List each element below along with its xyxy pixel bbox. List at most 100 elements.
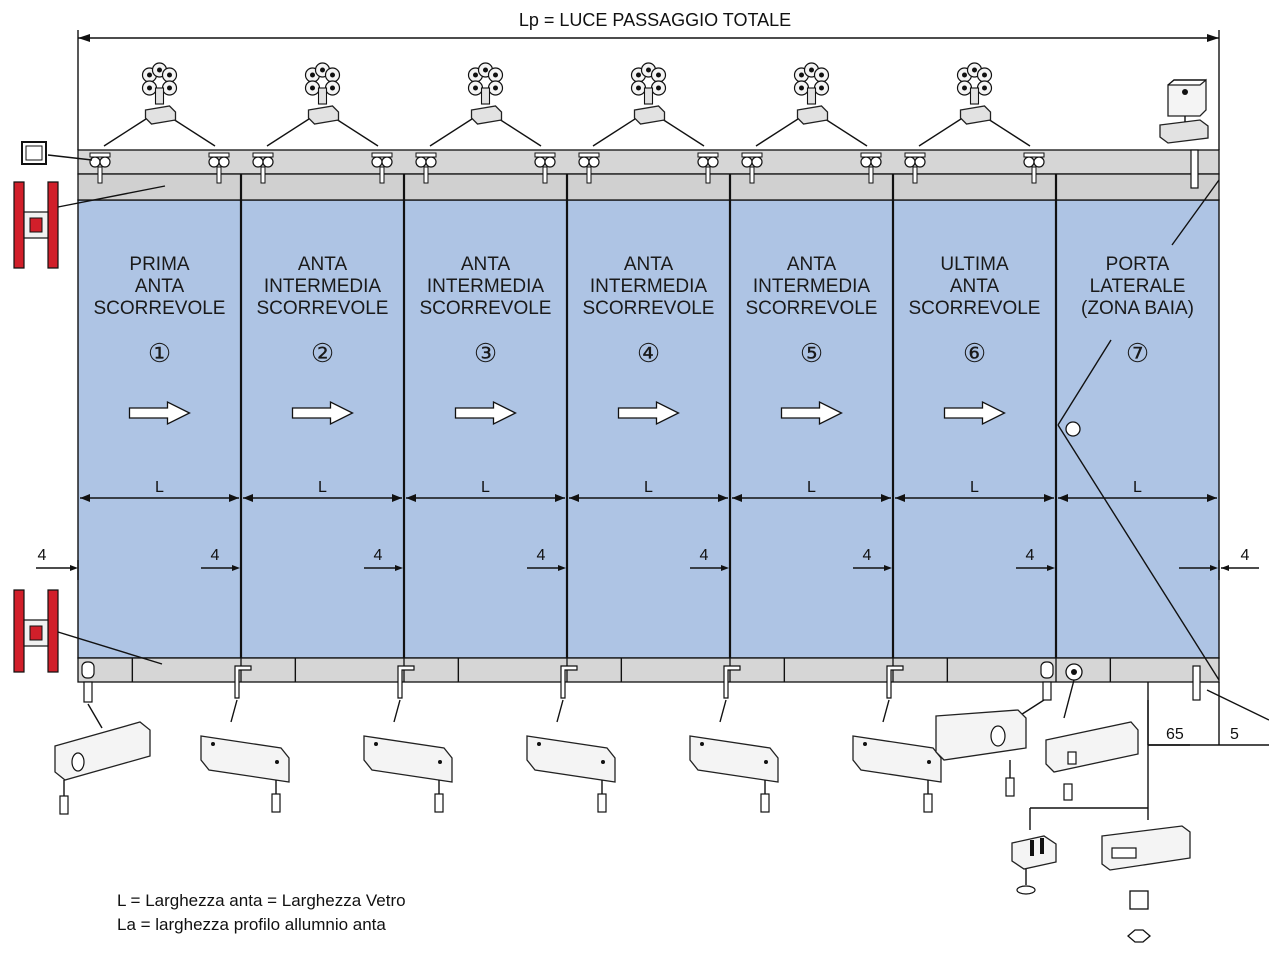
top-profile — [77, 173, 1220, 201]
door-handle — [1065, 421, 1081, 437]
roller-icon — [415, 156, 427, 168]
total-width-dimension: Lp = LUCE PASSAGGIO TOTALE — [77, 10, 1220, 150]
side-door-swing-lines — [1057, 179, 1220, 681]
panel-number: ① — [148, 338, 171, 368]
left-gap-label: 4 — [38, 547, 47, 564]
panel-title-line: INTERMEDIA — [590, 276, 708, 297]
carriage-trolley-icon — [956, 62, 993, 125]
top-track — [77, 149, 1220, 175]
panel-title-line: (ZONA BAIA) — [1081, 298, 1194, 319]
slide-direction-arrow-icon — [291, 400, 354, 426]
diagram-title: Lp = LUCE PASSAGGIO TOTALE — [519, 10, 791, 30]
roller-icon — [697, 156, 709, 168]
panel-title-line: INTERMEDIA — [264, 276, 382, 297]
panel-title-line: ANTA — [135, 276, 185, 297]
slide-direction-arrow-icon — [454, 400, 517, 426]
panel-title-line: SCORREVOLE — [94, 298, 226, 319]
panel-title-line: SCORREVOLE — [746, 298, 878, 319]
gap-label: 4 — [700, 547, 709, 564]
panel-number: ⑤ — [800, 338, 823, 368]
slide-direction-arrow-icon — [617, 400, 680, 426]
roller-icon — [578, 156, 590, 168]
panel-width-label: L — [481, 479, 490, 496]
bottom-profile — [77, 657, 1220, 683]
roller-icon — [904, 156, 916, 168]
side-door-top-pivot-icon — [1159, 78, 1209, 189]
panel-width-label: L — [807, 479, 816, 496]
gap-label: 4 — [1026, 547, 1035, 564]
panel-number: ④ — [637, 338, 660, 368]
carriage-trolley-icon — [141, 62, 178, 125]
panel-width-label: L — [644, 479, 653, 496]
bottom-patch-fitting-icon — [852, 665, 942, 813]
carriage-trolley-icon — [467, 62, 504, 125]
dim-65-label: 65 — [1166, 726, 1184, 743]
carriage-trolley-icon — [793, 62, 830, 125]
gap-label: 4 — [537, 547, 546, 564]
slide-direction-arrow-icon — [780, 400, 843, 426]
panel-title-line: ANTA — [624, 254, 674, 275]
panel-width-label: L — [318, 479, 327, 496]
roller-icon — [252, 156, 264, 168]
panel-number: ② — [311, 338, 334, 368]
side-door-bottom-fittings — [935, 661, 1201, 801]
panel-width-label: L — [155, 479, 164, 496]
panel-title-line: SCORREVOLE — [420, 298, 552, 319]
bottom-patch-fitting-icon — [526, 665, 616, 813]
roller-icon — [534, 156, 546, 168]
floor-lock-hardware-icons — [1011, 700, 1191, 943]
top-profile-section-icon — [21, 141, 93, 165]
panel-title-line: LATERALE — [1090, 276, 1186, 297]
top-panel-profile-red-icon — [13, 181, 166, 269]
gap-label: 4 — [374, 547, 383, 564]
panel-number: ⑦ — [1126, 338, 1149, 368]
dim-5-label: 5 — [1230, 726, 1239, 743]
roller-icon — [371, 156, 383, 168]
panel-title-line: ANTA — [950, 276, 1000, 297]
bottom-panel-profile-red-icon — [13, 589, 163, 673]
panel-title-line: ANTA — [787, 254, 837, 275]
panel-width-label: L — [1133, 479, 1142, 496]
carriage-trolley-icon — [304, 62, 341, 125]
legend-line-2: La = larghezza profilo allumnio anta — [117, 915, 386, 934]
panel-number: ⑥ — [963, 338, 986, 368]
panel-title-line: PORTA — [1106, 254, 1170, 275]
gap-label: 4 — [1241, 547, 1250, 564]
roller-icon — [89, 156, 101, 168]
panel-title-line: INTERMEDIA — [427, 276, 545, 297]
roller-icon — [1023, 156, 1035, 168]
gap-label: 4 — [863, 547, 872, 564]
glass-area — [77, 199, 1220, 659]
bottom-patch-fitting-icon — [54, 661, 151, 815]
roller-icon — [741, 156, 753, 168]
side-door-offset-dimension: 65 5 — [1147, 682, 1269, 746]
bottom-patch-fitting-icon — [200, 665, 290, 813]
panel-title-line: SCORREVOLE — [909, 298, 1041, 319]
gap-label: 4 — [211, 547, 220, 564]
legend-line-1: L = Larghezza anta = Larghezza Vetro — [117, 891, 406, 910]
panel-title-line: SCORREVOLE — [257, 298, 389, 319]
panel-title-line: SCORREVOLE — [583, 298, 715, 319]
slide-direction-arrow-icon — [128, 400, 191, 426]
panel-width-label: L — [970, 479, 979, 496]
bottom-patch-fitting-icon — [363, 665, 453, 813]
carriage-trolley-icon — [630, 62, 667, 125]
panel-title-line: ULTIMA — [940, 254, 1009, 275]
panel-number: ③ — [474, 338, 497, 368]
panel-title-line: ANTA — [298, 254, 348, 275]
panel-title-line: INTERMEDIA — [753, 276, 871, 297]
roller-icon — [208, 156, 220, 168]
panel-title-line: PRIMA — [129, 254, 190, 275]
panel-title-line: ANTA — [461, 254, 511, 275]
roller-icon — [860, 156, 872, 168]
bottom-patch-fitting-icon — [689, 665, 779, 813]
slide-direction-arrow-icon — [943, 400, 1006, 426]
